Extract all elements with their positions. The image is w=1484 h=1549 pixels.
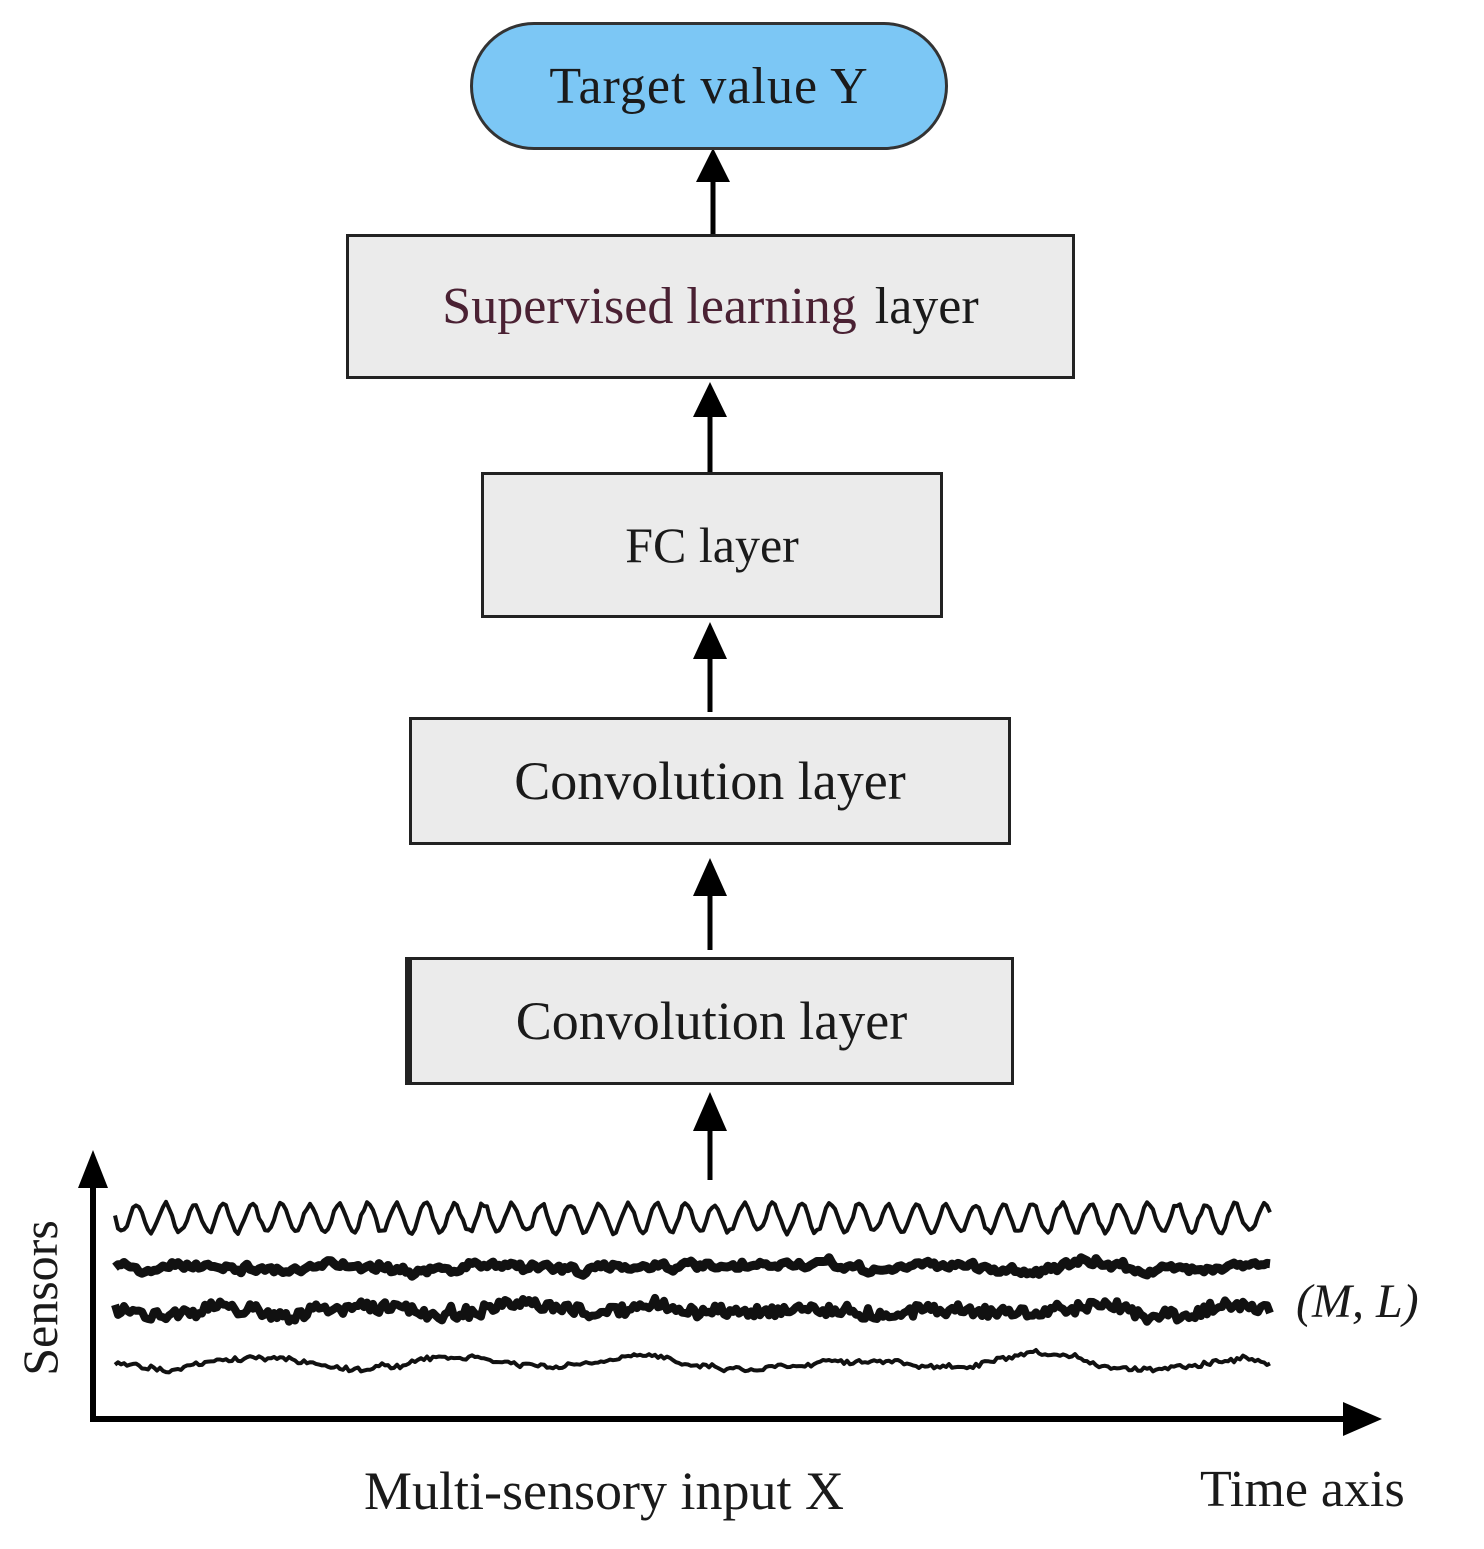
arrow-input-to-conv1 [693, 1092, 727, 1180]
arrow-conv1-to-conv2 [693, 858, 727, 950]
sensor-signal-1 [113, 1199, 1272, 1237]
convolution-layer-label-upper: Convolution layer [514, 751, 906, 811]
arrow-conv2-to-fc [693, 622, 727, 712]
sensor-signal-2 [112, 1253, 1272, 1281]
supervised-learning-layer-box: Supervised learning layer [346, 234, 1075, 379]
time-axis [90, 1402, 1382, 1436]
arrow-fc-to-supervised [693, 382, 727, 472]
flow-arrows [693, 148, 730, 1180]
target-value-label: Target value Y [549, 57, 869, 115]
fc-layer-label: FC layer [625, 517, 799, 573]
target-value-node: Target value Y [470, 22, 948, 150]
convolution-layer-box-lower: Convolution layer [405, 957, 1014, 1085]
sensors-axis-label: Sensors [12, 1220, 68, 1376]
arrow-supervised-to-target [696, 148, 730, 238]
input-axes [78, 1150, 1382, 1436]
supervised-learning-label: Supervised learning [442, 278, 857, 335]
time-axis-label: Time axis [1200, 1461, 1405, 1518]
supervised-layer-suffix: layer [874, 278, 979, 335]
sensors-axis [78, 1150, 108, 1422]
fc-layer-box: FC layer [481, 472, 943, 618]
input-caption: Multi-sensory input X [364, 1461, 844, 1521]
input-dimensions-label: (M, L) [1296, 1275, 1419, 1328]
sensor-signals [111, 1199, 1274, 1375]
sensor-signal-4 [113, 1348, 1271, 1375]
convolution-layer-label-lower: Convolution layer [515, 991, 908, 1051]
convolution-layer-box-upper: Convolution layer [409, 717, 1011, 845]
sensor-signal-3 [111, 1293, 1274, 1326]
